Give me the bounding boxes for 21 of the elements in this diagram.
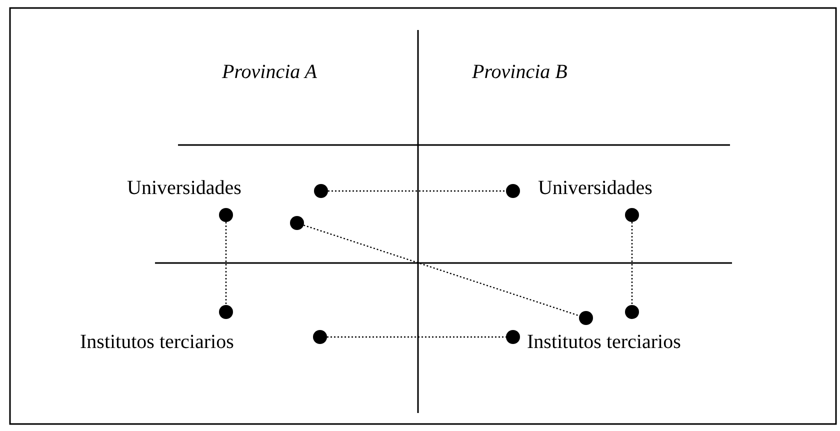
category-label: Universidades [127, 176, 242, 200]
column-heading: Provincia B [472, 60, 568, 84]
dotted-connector [327, 336, 506, 338]
dot-marker [314, 184, 328, 198]
dot-marker [625, 208, 639, 222]
dot-marker [625, 305, 639, 319]
dot-marker [506, 330, 520, 344]
dot-marker [219, 208, 233, 222]
dotted-connector [303, 224, 580, 316]
dot-marker [290, 216, 304, 230]
column-heading: Provincia A [222, 60, 317, 84]
dotted-connector [328, 190, 506, 192]
dot-marker [313, 330, 327, 344]
dotted-connector [225, 222, 227, 305]
dot-marker [506, 184, 520, 198]
dot-marker [579, 311, 593, 325]
category-label: Universidades [538, 176, 652, 200]
category-label: Institutos terciarios [527, 330, 681, 354]
category-label: Institutos terciarios [80, 330, 234, 354]
dotted-connector [631, 222, 633, 305]
dot-marker [219, 305, 233, 319]
